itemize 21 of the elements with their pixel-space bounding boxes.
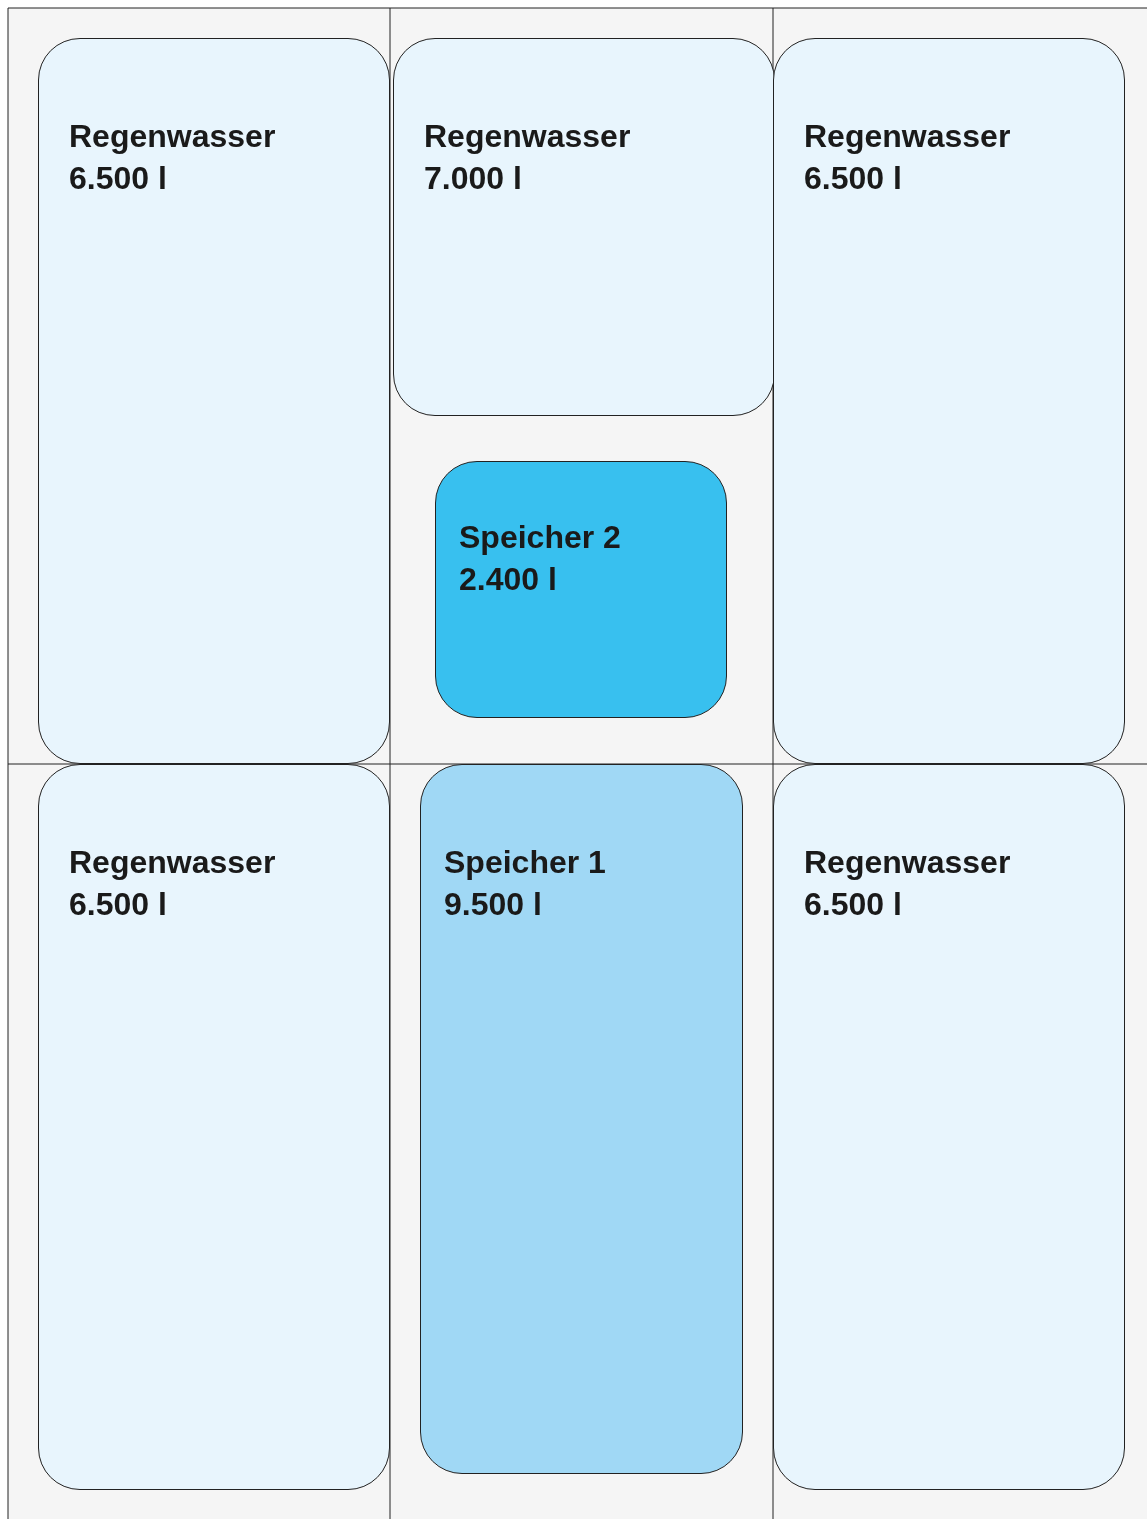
rainwater-box (773, 38, 1125, 764)
box-title: Regenwasser (804, 117, 1011, 156)
box-title: Regenwasser (424, 117, 631, 156)
volume-value: 9.500 l (444, 885, 542, 924)
volume-value: 6.500 l (804, 159, 902, 198)
rainwater-box (393, 38, 775, 416)
volume-value: 6.500 l (804, 885, 902, 924)
rainwater-box (38, 764, 390, 1490)
box-title: Regenwasser (804, 843, 1011, 882)
volume-value: 6.500 l (69, 885, 167, 924)
volume-value: 2.400 l (459, 560, 557, 599)
rainwater-box (773, 764, 1125, 1490)
box-title: Regenwasser (69, 843, 276, 882)
storage-box (435, 461, 727, 718)
box-title: Speicher 1 (444, 843, 606, 882)
volume-value: 7.000 l (424, 159, 522, 198)
box-title: Speicher 2 (459, 518, 621, 557)
box-title: Regenwasser (69, 117, 276, 156)
volume-value: 6.500 l (69, 159, 167, 198)
rainwater-box (38, 38, 390, 764)
storage-box (420, 764, 743, 1474)
